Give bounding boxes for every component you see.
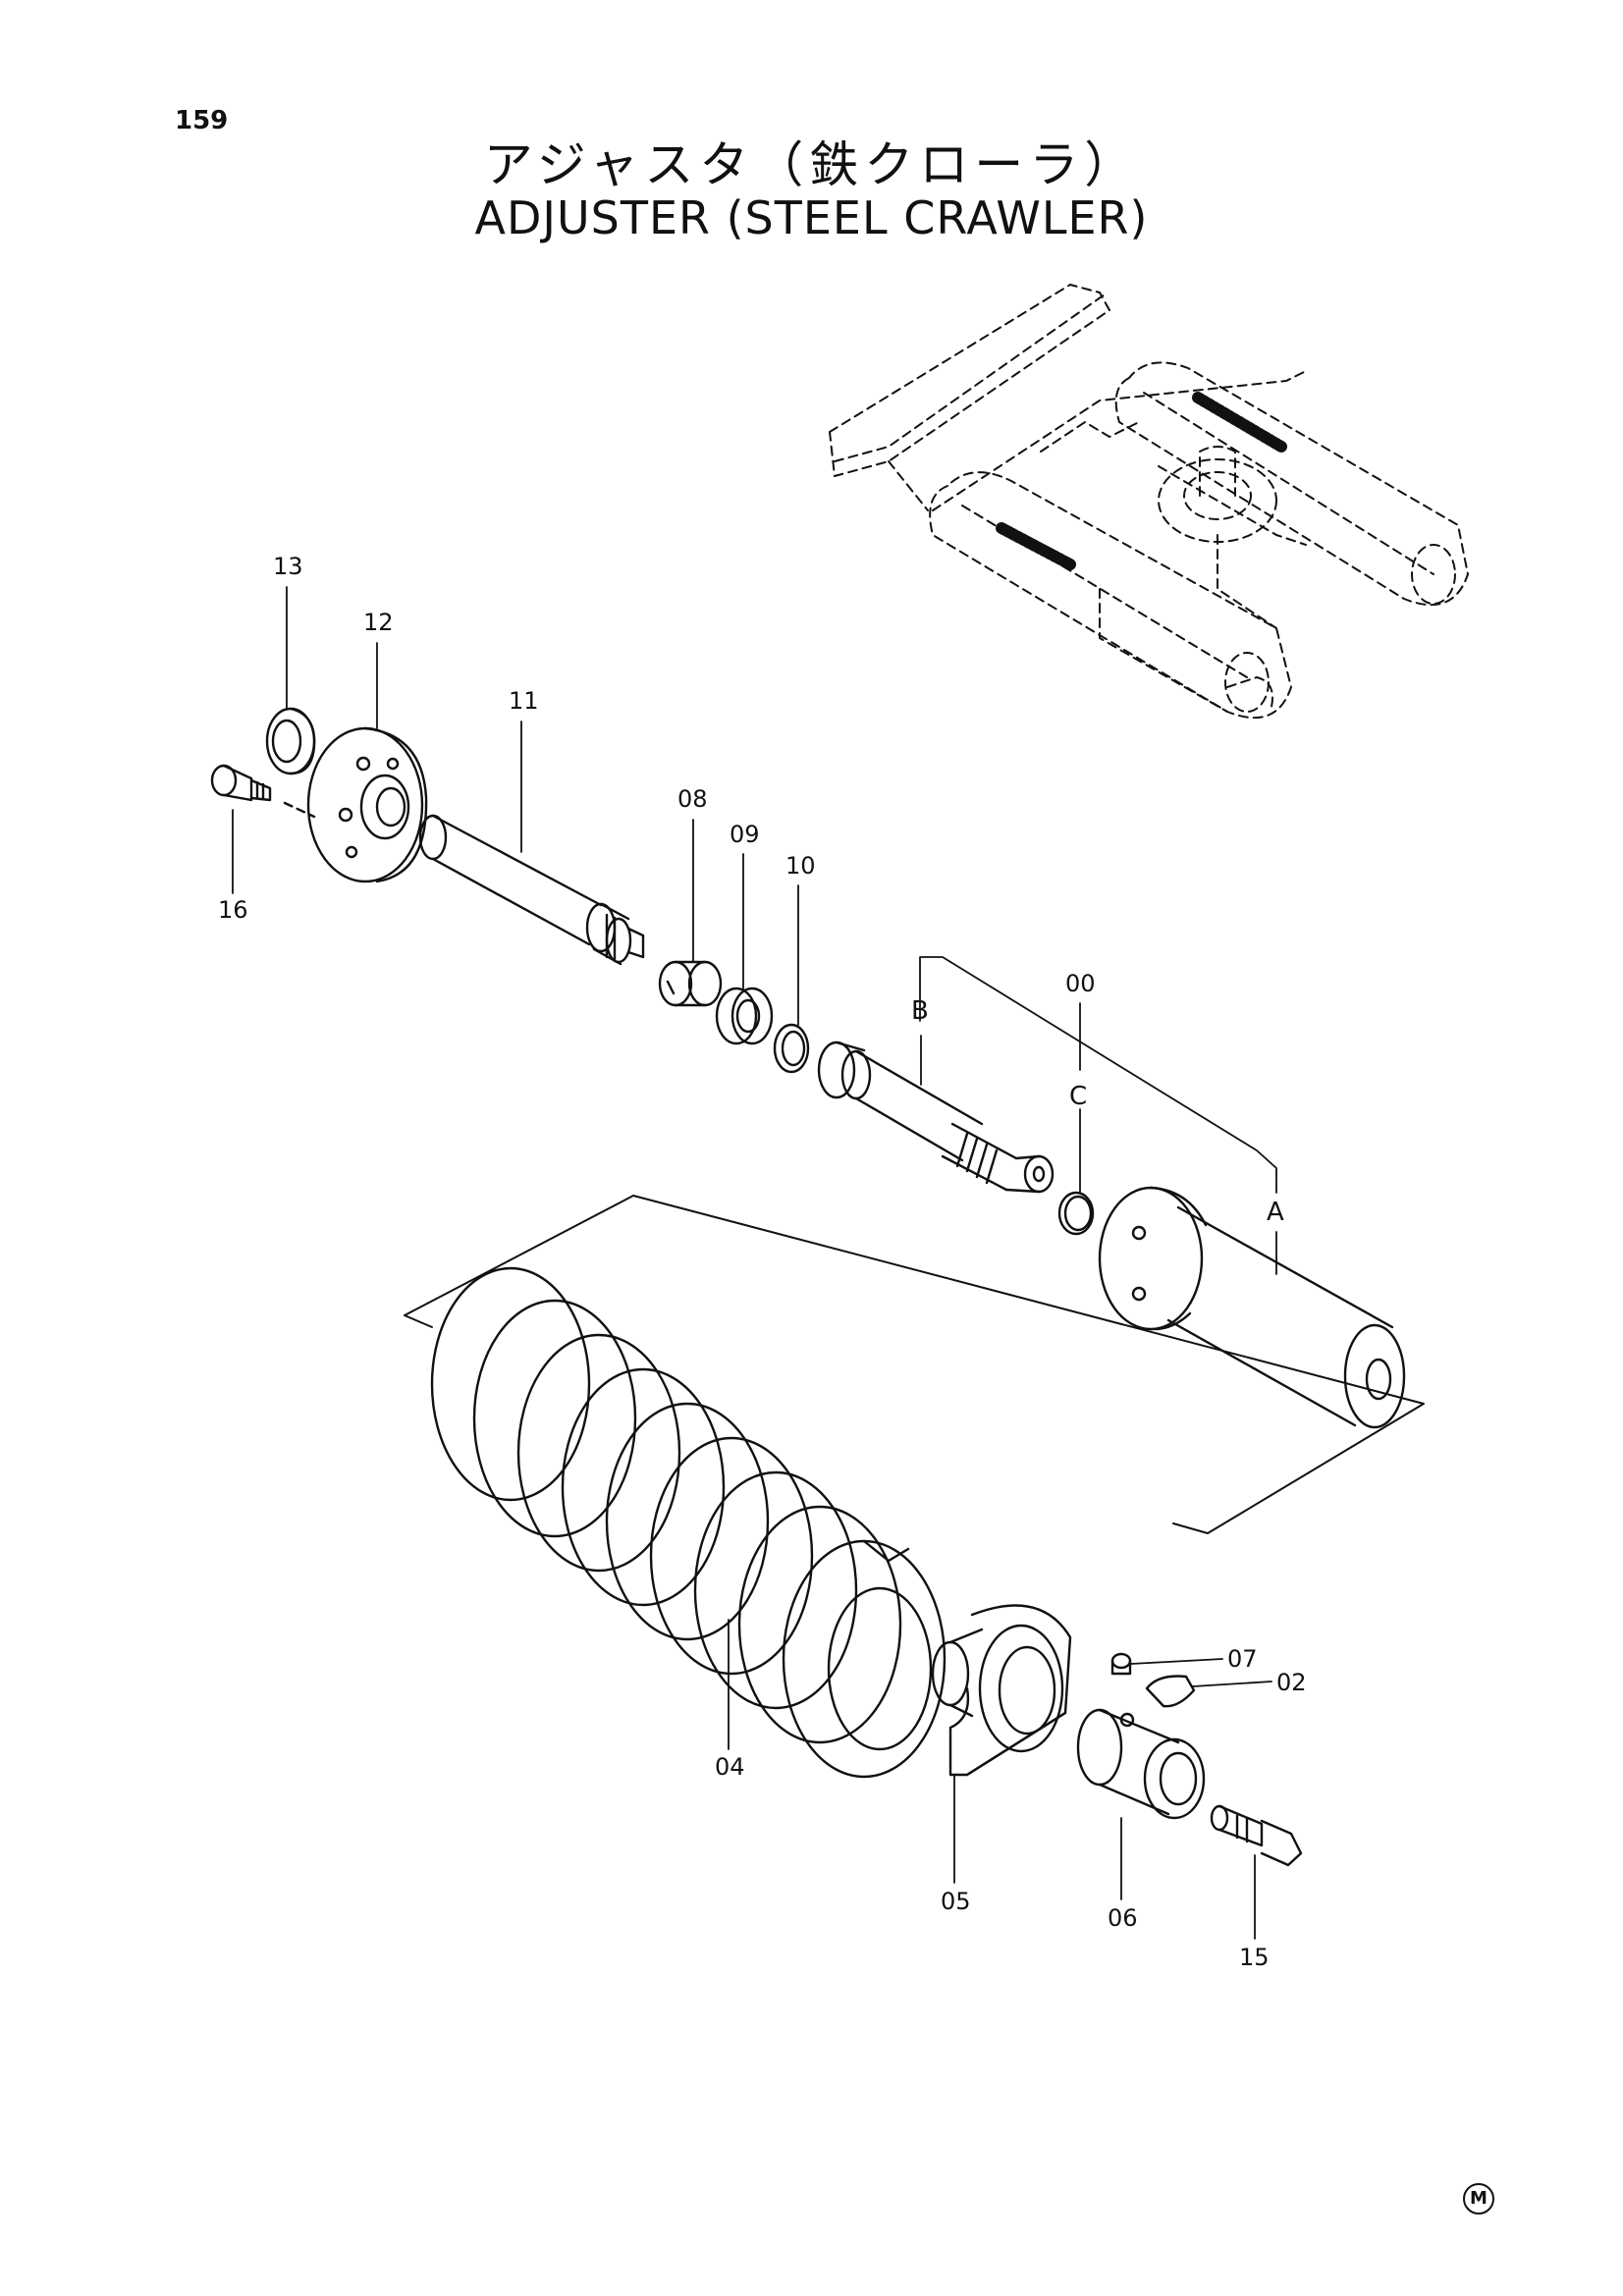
callout-16: 16	[218, 896, 248, 924]
part-16-bolt	[210, 764, 316, 819]
part-c-o-ring	[1057, 1191, 1095, 1236]
leader-lines	[232, 586, 1277, 1940]
excavator-undercarriage-illustration	[829, 284, 1469, 720]
callout-15: 15	[1239, 1944, 1270, 1971]
sub-assembly-label-c: C	[1069, 1082, 1087, 1111]
callout-00: 00	[1065, 970, 1096, 997]
callout-11: 11	[509, 687, 539, 715]
part-04-spring	[430, 1266, 947, 1779]
callout-10: 10	[785, 852, 816, 880]
part-02-strap	[1145, 1675, 1196, 1708]
callout-07: 07	[1227, 1645, 1258, 1673]
sub-assembly-a-cylinder	[1098, 1186, 1406, 1429]
manufacturer-mark: M	[1463, 2183, 1494, 2215]
part-10-snap-ring	[773, 1023, 810, 1074]
callout-09: 09	[730, 821, 760, 848]
part-15-grease-fitting	[1210, 1804, 1303, 1867]
sub-assembly-b-piston	[817, 1041, 1055, 1194]
part-12-flange	[306, 726, 428, 883]
callout-13: 13	[273, 553, 303, 580]
sub-assembly-label-b: B	[911, 996, 929, 1026]
callout-05: 05	[941, 1888, 971, 1915]
part-09-packing	[715, 987, 774, 1045]
callout-04: 04	[715, 1753, 745, 1781]
assembly-boundary	[404, 1195, 1425, 1534]
part-11-rod	[418, 814, 645, 966]
part-05-retainer	[931, 1604, 1072, 1777]
part-07-plug	[1110, 1652, 1132, 1676]
callout-06: 06	[1108, 1904, 1138, 1932]
sub-assembly-label-a: A	[1267, 1198, 1284, 1227]
callout-12: 12	[363, 609, 394, 636]
part-06-valve-body	[1076, 1708, 1206, 1820]
part-13-seal	[265, 707, 316, 775]
callout-02: 02	[1276, 1669, 1307, 1696]
part-08-bushing	[658, 960, 723, 1007]
track-adjuster-highlight-front	[996, 392, 1287, 570]
page-title-english: ADJUSTER (STEEL CRAWLER)	[474, 191, 1149, 244]
page-title-japanese: アジャスタ（鉄クローラ）	[483, 136, 1140, 193]
page-number: 159	[175, 106, 229, 135]
callout-08: 08	[677, 785, 708, 813]
